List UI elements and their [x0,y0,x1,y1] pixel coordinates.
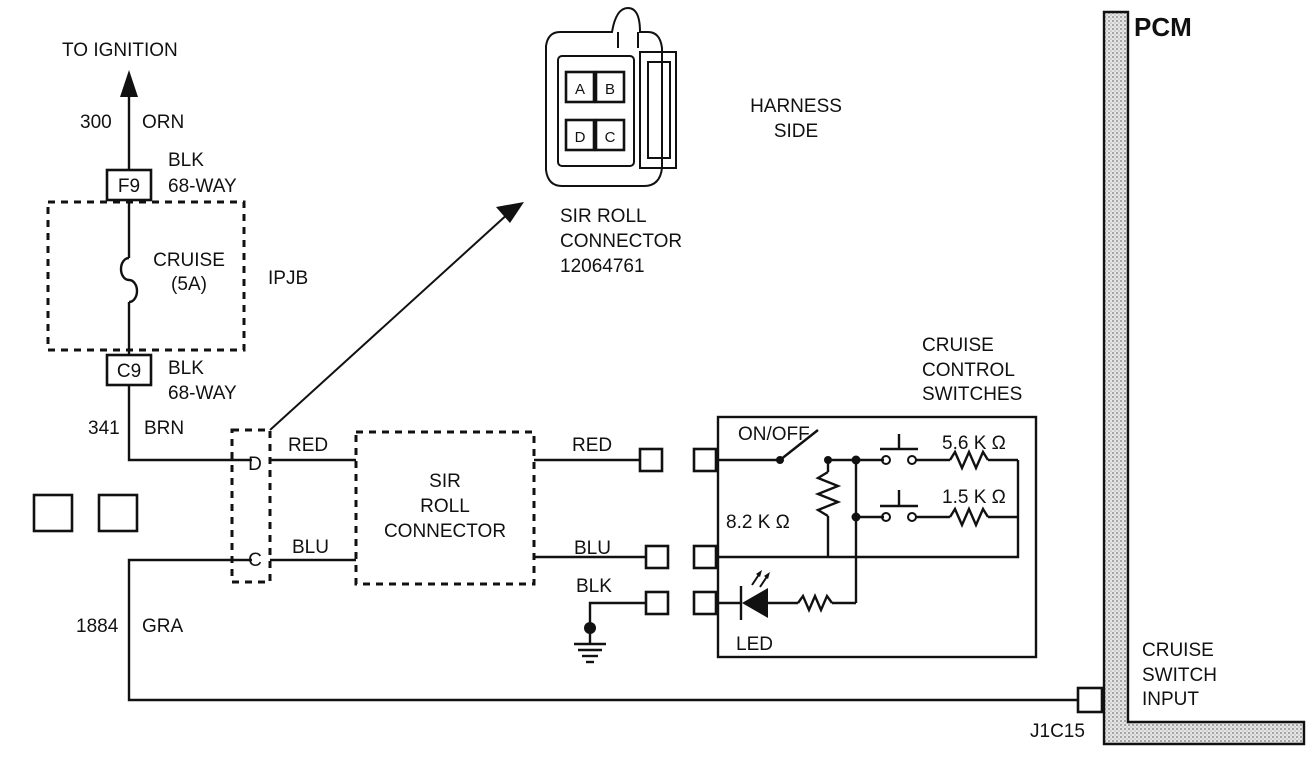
c9-label: C9 [117,361,141,382]
fuse-terminal-c9 [105,353,153,387]
ipjb-block [46,200,246,352]
cruise-control-switch-assembly [716,415,1038,659]
roll-connector-label-2: ROLL [420,496,470,517]
blk-out-label: BLK [576,576,612,597]
circuit-341-label: 341 [88,418,120,439]
led-light-rays-icon [751,570,770,588]
res-5-6k-icon [948,449,990,471]
blk-top-label: BLK [168,150,204,171]
68way-bottom-label: 68-WAY [168,383,237,404]
push-button-2-icon [880,490,918,508]
on-off-switch-icon [779,429,819,461]
red-out-label: RED [572,435,612,456]
sir-roll-connector-block [354,430,536,586]
cavity-b-label: B [605,81,615,98]
connector-name-label-1: SIR ROLL [560,206,647,227]
pin-d-label: D [248,454,262,475]
blk-terminal-right [692,590,718,616]
cavity-d-label: D [575,129,586,146]
blk-terminal-left [644,590,670,616]
pcm-pin-label: J1C15 [1030,721,1085,742]
to-ignition-label: TO IGNITION [62,40,178,61]
orn-color-label: ORN [142,112,184,133]
button2-contact-left [881,512,891,522]
res-1-5k-label: 1.5 K Ω [942,487,1006,508]
f9-label: F9 [118,176,140,197]
button1-contact-right [907,455,917,465]
terminal-square-2 [97,493,139,533]
red-terminal-left [638,447,664,473]
pcm-module [1102,10,1306,746]
return-bus-wire [716,460,1020,559]
pcm-input-label-2: SWITCH [1142,665,1217,686]
brn-wire [127,385,252,462]
ignition-arrow-icon [120,70,138,97]
button1-contact-left [881,455,891,465]
cavity-c-label: C [605,129,616,146]
68way-top-label: 68-WAY [168,176,237,197]
blu-in-label: BLU [292,537,329,558]
gra-color-label: GRA [142,616,184,637]
ipjb-label: IPJB [268,268,308,289]
harness-side-label-2: SIDE [774,121,818,142]
res-1-5k-icon [948,506,990,528]
roll-connector-label-1: SIR [429,471,461,492]
cavity-a [564,70,596,104]
connector-callout-line [269,211,511,431]
circuit-1884-label: 1884 [76,616,119,637]
pcm-input-label-3: INPUT [1142,689,1199,710]
blu-terminal-right [692,544,718,570]
cavity-c [594,118,626,152]
cavity-d [564,118,596,152]
callout-arrow-icon [496,202,524,223]
fuse-name-label: CRUISE [153,250,225,271]
connector-name-label-2: CONNECTOR [560,231,682,252]
blu-terminal-left [644,544,670,570]
fuse-rating-label: (5A) [171,274,207,295]
harness-side-label-1: HARNESS [750,96,842,117]
pcm-label: PCM [1134,12,1192,42]
pcm-pin-j1c15 [1076,686,1104,714]
pin-c-label: C [248,550,262,571]
res-5-6k-label: 5.6 K Ω [942,433,1006,454]
pcm-input-label-1: CRUISE [1142,640,1214,661]
fuse-icon [119,256,139,304]
blk-bottom-label: BLK [168,358,204,379]
led-icon [742,588,768,618]
on-off-label: ON/OFF [738,424,810,445]
ground-icon [574,642,606,664]
circuit-300-label: 300 [80,112,112,133]
connector-view-drawing [545,6,677,187]
roll-connector-label-3: CONNECTOR [384,521,506,542]
push-button-1-icon [880,434,918,451]
red-in-label: RED [288,435,328,456]
led-label: LED [736,634,773,655]
switches-title-2: CONTROL [922,360,1015,381]
gra-wire [127,558,1078,702]
switches-title-3: SWITCHES [922,384,1022,405]
brn-color-label: BRN [144,418,184,439]
switches-title-1: CRUISE [922,335,994,356]
terminal-square-1 [32,493,74,533]
connector-part-number: 12064761 [560,256,645,277]
red-terminal-right [692,447,718,473]
button2-contact-right [907,512,917,522]
res-8-2k-label: 8.2 K Ω [726,512,790,533]
inline-connector [230,428,272,584]
res-8-2k-icon [814,470,842,518]
led-resistor-icon [797,592,833,614]
blu-out-label: BLU [574,538,611,559]
cavity-b [594,70,626,104]
ground-wire [588,601,646,628]
cavity-a-label: A [575,81,585,98]
